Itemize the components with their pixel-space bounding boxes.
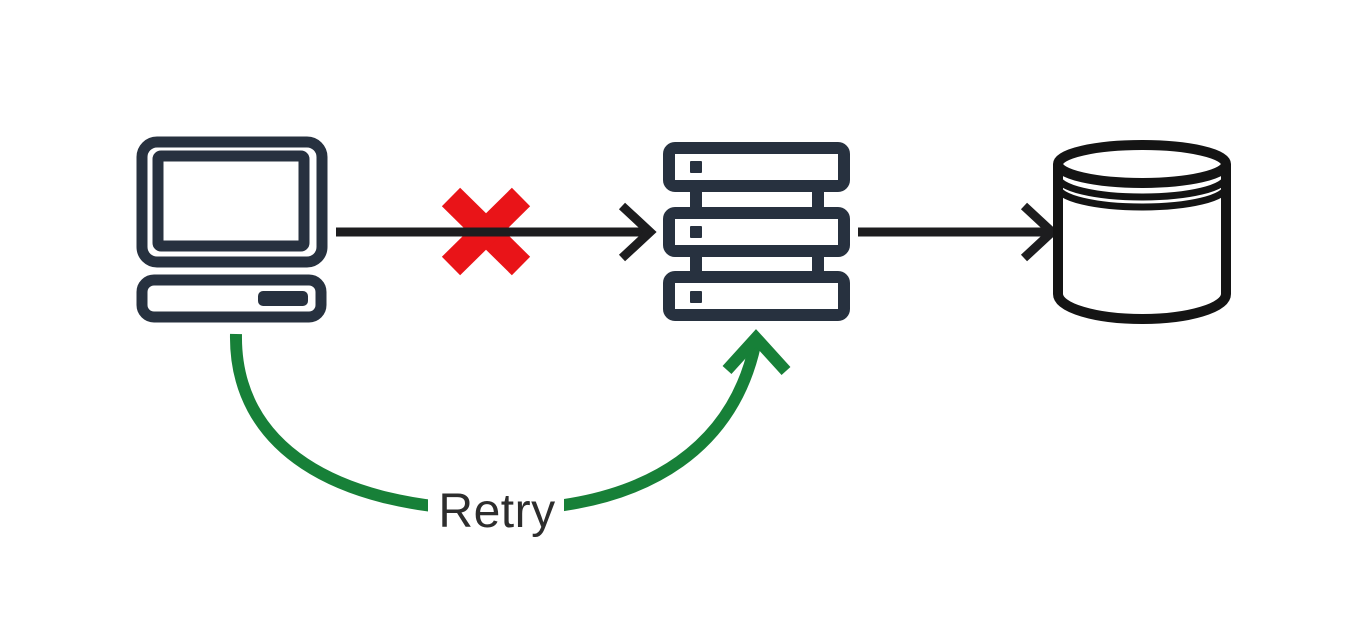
server-to-database-arrow	[858, 202, 1059, 262]
computer-base-slot	[258, 291, 308, 306]
server-led-bottom	[690, 291, 702, 303]
server-icon	[663, 142, 850, 321]
computer-icon	[136, 136, 328, 323]
database-icon	[1053, 140, 1231, 324]
server-to-database-arrowhead-icon	[1020, 202, 1059, 262]
retry-label: Retry	[438, 485, 555, 538]
database-ring-1	[1054, 176, 1230, 201]
client-to-server-arrowhead-icon	[618, 202, 657, 262]
computer-monitor-outline	[136, 136, 328, 268]
database-ring-2	[1054, 186, 1230, 211]
computer-screen	[152, 150, 310, 252]
server-unit-middle	[663, 207, 850, 257]
computer-base	[136, 274, 327, 323]
database-cylinder-top	[1053, 140, 1231, 188]
retry-arrowhead-icon	[722, 329, 791, 376]
client-to-server-arrow	[336, 202, 657, 262]
server-unit-top	[663, 142, 850, 192]
server-unit-bottom	[663, 271, 850, 321]
server-led-top	[690, 161, 702, 173]
server-led-middle	[690, 226, 702, 238]
retry-label-background	[428, 468, 564, 553]
